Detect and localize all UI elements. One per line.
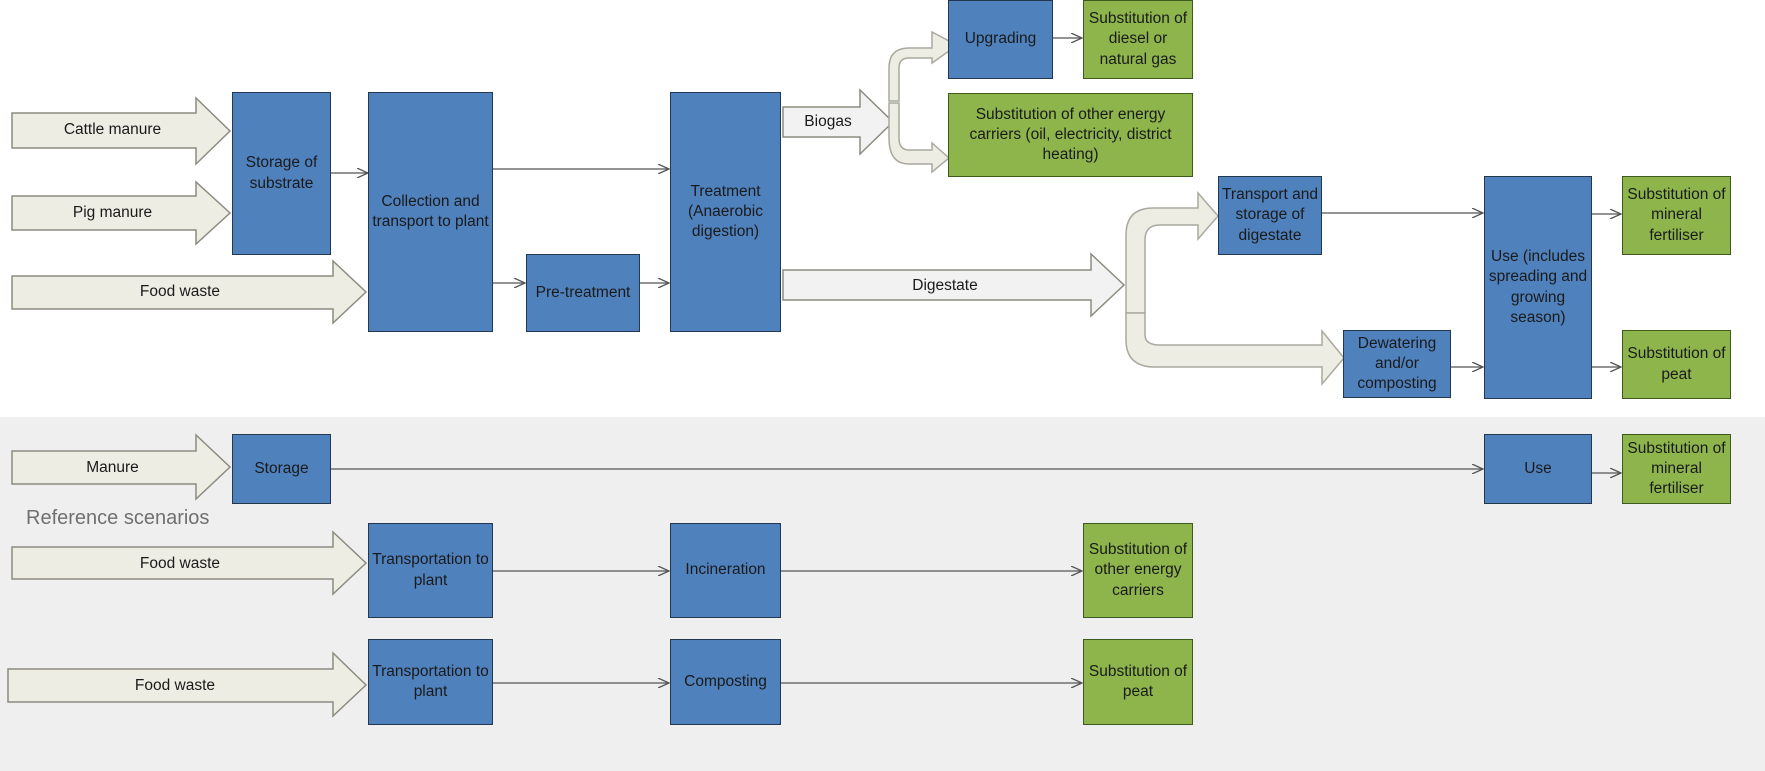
ref-transport-box-1: Transportation to plant [368, 523, 493, 618]
biogas-split-up [888, 30, 950, 102]
sub-other-energy-box: Substitution of other energy carriers (o… [948, 93, 1193, 177]
use-box: Use (includes spreading and growing seas… [1484, 176, 1592, 399]
pretreatment-box: Pre-treatment [526, 254, 640, 332]
digestate-label: Digestate [912, 277, 978, 294]
treatment-box: Treatment (Anaerobic digestion) [670, 92, 781, 332]
cattle-manure-label: Cattle manure [63, 121, 162, 138]
input-arrow-manure-ref [11, 433, 232, 501]
digestate-arrow [782, 252, 1126, 318]
input-arrow-food-waste-ref1 [11, 530, 368, 596]
biogas-split-down [888, 102, 951, 174]
digestate-split-up [1125, 190, 1219, 314]
food-waste-label: Food waste [139, 283, 221, 300]
digestate-split-down [1125, 312, 1345, 387]
sub-mineral-fertiliser-box: Substitution of mineral fertiliser [1622, 176, 1731, 255]
incineration-box: Incineration [670, 523, 781, 618]
food-waste-ref2-label: Food waste [134, 677, 216, 694]
input-arrow-food-waste-main [11, 259, 368, 325]
food-waste-ref1-label: Food waste [139, 555, 221, 572]
ref-sub-mineral-fertiliser-box: Substitution of mineral fertiliser [1622, 434, 1731, 504]
collection-transport-box: Collection and transport to plant [368, 92, 493, 332]
storage-of-substrate-box: Storage of substrate [232, 92, 331, 255]
input-arrow-food-waste-ref2 [7, 651, 368, 718]
upgrading-box: Upgrading [948, 0, 1053, 79]
input-arrow-pig-manure [11, 180, 232, 246]
dewatering-composting-box: Dewatering and/or composting [1343, 330, 1451, 398]
sub-peat-box: Substitution of peat [1622, 330, 1731, 399]
ref-use-box: Use [1484, 434, 1592, 504]
reference-scenarios-label: Reference scenarios [26, 507, 210, 529]
ref-sub-other-energy-box: Substitution of other energy carriers [1083, 523, 1193, 618]
biogas-label: Biogas [804, 113, 852, 130]
manure-ref-label: Manure [86, 459, 139, 476]
pig-manure-label: Pig manure [72, 204, 153, 221]
sub-diesel-box: Substitution of diesel or natural gas [1083, 0, 1193, 79]
ref-sub-peat-box: Substitution of peat [1083, 639, 1193, 725]
biogas-arrow [782, 88, 895, 156]
composting-box: Composting [670, 639, 781, 725]
ref-storage-box: Storage [232, 434, 331, 504]
input-arrow-cattle-manure [11, 96, 232, 166]
transport-storage-digestate-box: Transport and storage of digestate [1218, 176, 1322, 255]
ref-transport-box-2: Transportation to plant [368, 639, 493, 725]
